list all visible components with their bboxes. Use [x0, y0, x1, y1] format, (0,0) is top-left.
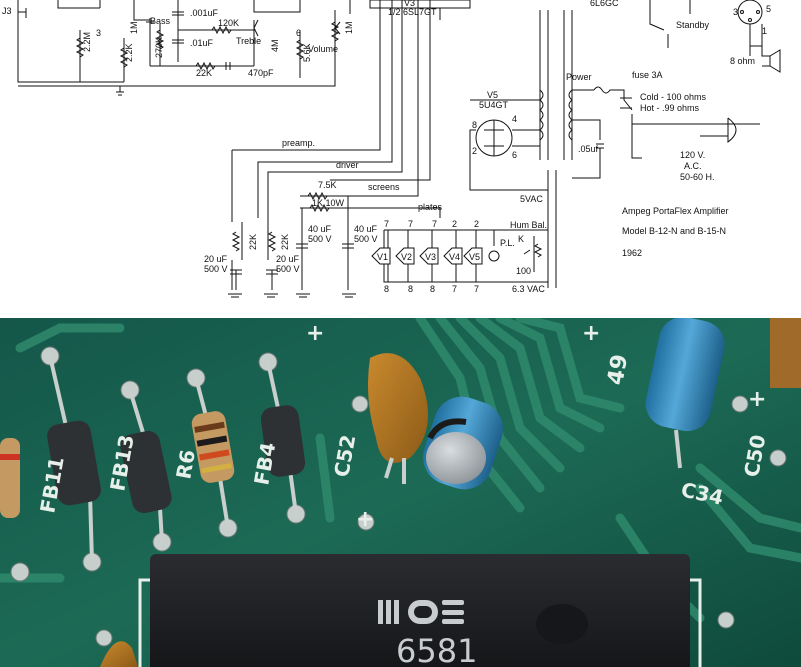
pin-label: 4: [512, 114, 517, 124]
mains-frequency: 50-60 H.: [680, 172, 715, 182]
resistor-value: 7.5K: [318, 180, 337, 190]
socket-pin: 3: [733, 7, 738, 17]
resistor-value: 4M: [270, 39, 280, 52]
chip-part-number: 6581: [396, 632, 477, 667]
capacitor-voltage: 500 V: [354, 234, 378, 244]
socket-pin: 1: [762, 26, 767, 36]
heater-pin: 2: [452, 219, 457, 229]
resistor-value: 22K: [280, 234, 290, 250]
heater-pin: 8: [408, 284, 413, 294]
capacitor-value: 40 uF: [354, 224, 378, 234]
heater-tube-label: V3: [425, 252, 436, 262]
heater-pin: 7: [474, 284, 479, 294]
amplifier-schematic: J3 3 2.2M 2.2K 1M Bass 270K .001uF 120K …: [0, 0, 801, 318]
capacitor-value: 20 uF: [276, 254, 300, 264]
hum-pot-value: 100: [516, 266, 531, 276]
resistor-value: 22K: [196, 68, 212, 78]
standby-label: Standby: [676, 20, 710, 30]
tube-label-v3: V3: [404, 0, 415, 8]
pcb-illustration: 6581 FB11 FB13 R6 FB4 C52 C50 C34 49 + +…: [0, 318, 801, 667]
heater-pin: 7: [408, 219, 413, 229]
silkscreen-49: 49: [603, 353, 633, 388]
speaker-label: 8 ohm: [730, 56, 755, 66]
capacitor-value: .01uF: [190, 38, 214, 48]
pin-label: 6: [296, 28, 301, 38]
schematic-title: Ampeg PortaFlex Amplifier: [622, 206, 729, 216]
capacitor-voltage: 500 V: [308, 234, 332, 244]
heater-pin: 7: [452, 284, 457, 294]
capacitor-voltage: 500 V: [276, 264, 300, 274]
node-label-screens: screens: [368, 182, 400, 192]
capacitor-value: 470pF: [248, 68, 274, 78]
silkscreen-r6: R6: [171, 448, 200, 481]
heater-tube-label: V1: [377, 252, 388, 262]
silkscreen-plus: +: [306, 321, 324, 346]
pin-label: 8: [472, 120, 477, 130]
thermistor-cold: Cold - 100 ohms: [640, 92, 707, 102]
heater-tube-label: V4: [449, 252, 460, 262]
capacitor-value: .05uf: [578, 144, 599, 154]
tube-type: 1/2 6SL7GT: [388, 7, 437, 17]
pin-label: 2: [472, 146, 477, 156]
fuse-label: fuse 3A: [632, 70, 663, 80]
bass-label: Bass: [150, 16, 171, 26]
heater-pin: 7: [384, 219, 389, 229]
power-switch-label: Power: [566, 72, 592, 82]
resistor-value: 270K: [154, 37, 164, 58]
rectifier-type: 5U4GT: [479, 100, 509, 110]
node-label-preamp: preamp.: [282, 138, 315, 148]
schematic-model: Model B-12-N and B-15-N: [622, 226, 726, 236]
capacitor-voltage: 500 V: [204, 264, 228, 274]
heater-pin: 8: [384, 284, 389, 294]
pilot-lamp-label: P.L.: [500, 238, 515, 248]
silkscreen-plus: +: [748, 387, 766, 412]
mains-voltage: 120 V.: [680, 150, 705, 160]
heater-pin: 8: [430, 284, 435, 294]
socket-pin: 5: [766, 4, 771, 14]
resistor-value: 1K 10W: [312, 198, 345, 208]
pin-label: 6: [512, 150, 517, 160]
resistor-value: 1M: [129, 21, 139, 34]
heater-pin: 7: [432, 219, 437, 229]
treble-label: Treble: [236, 36, 261, 46]
cathode-label: K: [518, 234, 524, 244]
node-label-driver: driver: [336, 160, 359, 170]
schematic-year: 1962: [622, 248, 642, 258]
heater-tube-label: V2: [401, 252, 412, 262]
mains-ac: A.C.: [684, 161, 702, 171]
resistor-value: 2.2K: [124, 43, 134, 62]
silkscreen-plus: +: [356, 507, 374, 532]
tube-label-v5: V5: [487, 90, 498, 100]
silkscreen-plus: +: [582, 321, 600, 346]
capacitor-value: 40 uF: [308, 224, 332, 234]
tube-type-6l6: 6L6GC: [590, 0, 619, 8]
volume-label: Volume: [308, 44, 338, 54]
capacitor-value: .001uF: [190, 8, 219, 18]
heater-tube-label: V5: [469, 252, 480, 262]
resistor-value: 5.6K: [302, 43, 312, 62]
rectifier-heater-label: 5VAC: [520, 194, 543, 204]
hum-balance-label: Hum Bal.: [510, 220, 547, 230]
pin-label: 3: [96, 28, 101, 38]
heater-voltage-label: 6.3 VAC: [512, 284, 545, 294]
jack-label: J3: [2, 6, 12, 16]
node-label-plates: plates: [418, 202, 443, 212]
schematic-drawing: J3 3 2.2M 2.2K 1M Bass 270K .001uF 120K …: [2, 0, 781, 298]
resistor-value: 2.2M: [82, 32, 92, 52]
capacitor-value: 20 uF: [204, 254, 228, 264]
resistor-value: 22K: [248, 234, 258, 250]
heater-pin: 2: [474, 219, 479, 229]
resistor-value: 120K: [218, 18, 239, 28]
pcb-photo: 6581 FB11 FB13 R6 FB4 C52 C50 C34 49 + +…: [0, 318, 801, 667]
resistor-value: 1M: [344, 21, 354, 34]
thermistor-hot: Hot - .99 ohms: [640, 103, 700, 113]
